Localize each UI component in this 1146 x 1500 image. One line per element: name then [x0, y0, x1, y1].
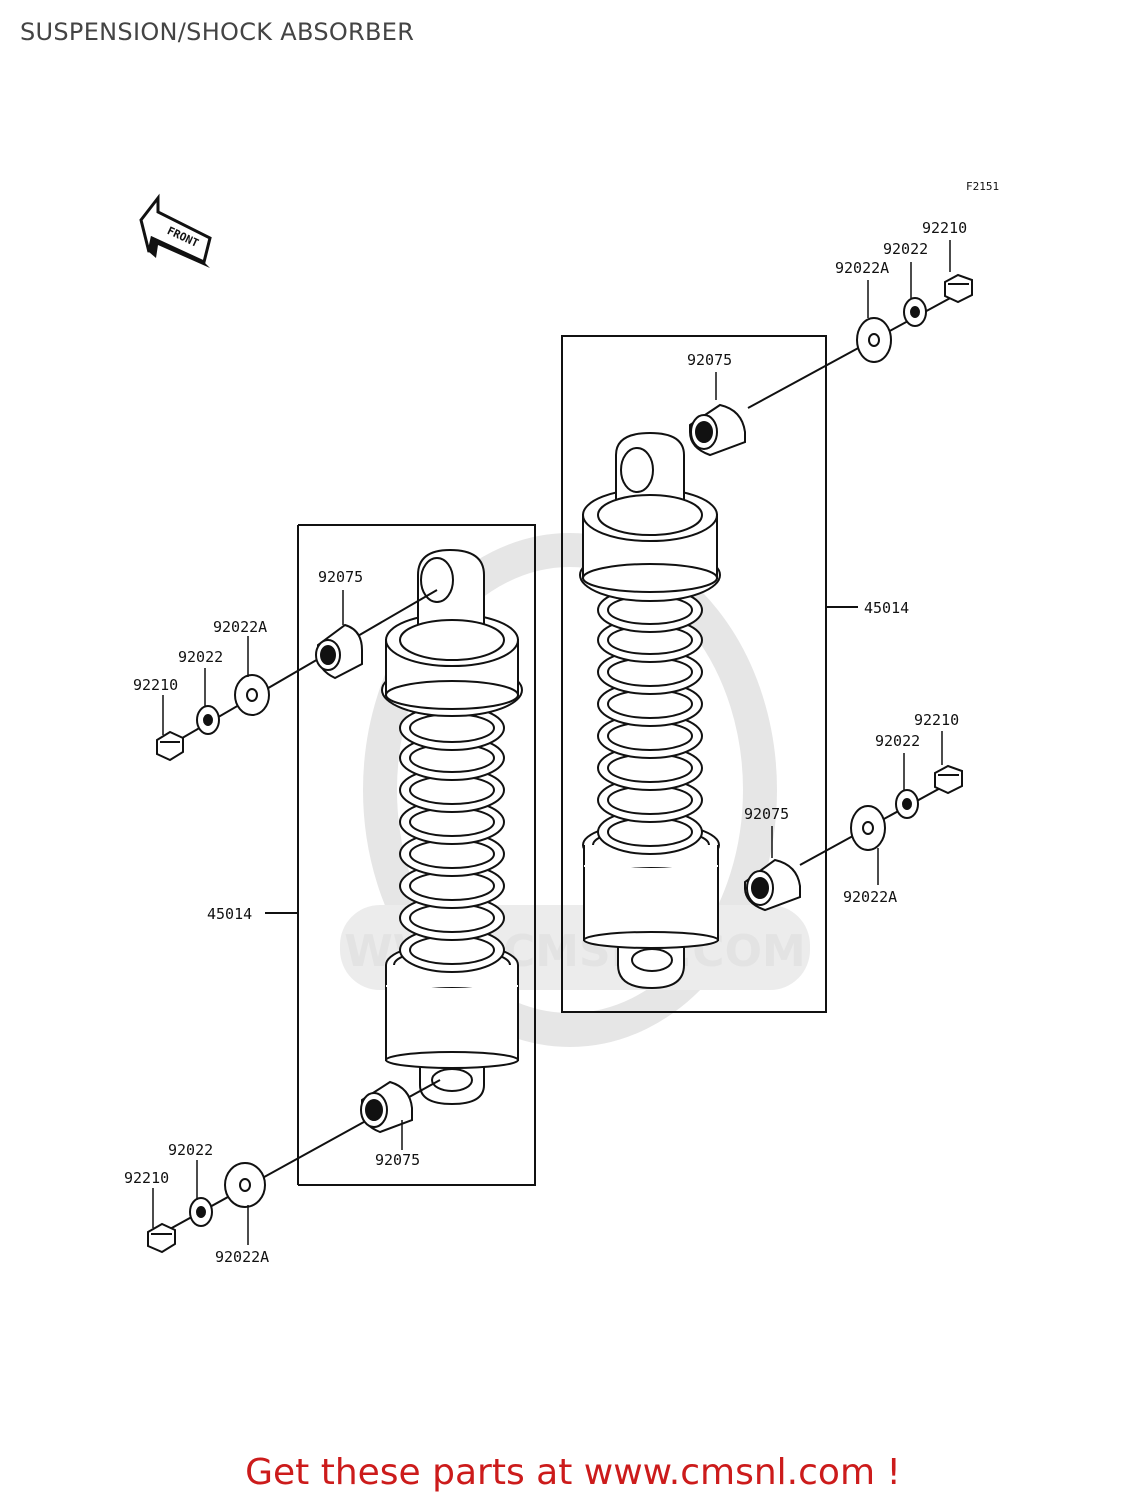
label-92022-left-bottom: 92022: [168, 1141, 213, 1159]
right-shock-bracket: [561, 335, 858, 1013]
right-shock-absorber: [579, 431, 721, 990]
right-shock-label: 45014: [864, 599, 909, 617]
right-bottom-leaders: [771, 731, 943, 885]
left-bottom-hardware: [147, 1079, 441, 1254]
left-bottom-leaders: [152, 1120, 403, 1245]
label-92022A-left-bottom: 92022A: [215, 1248, 269, 1266]
label-92075-left-bottom: 92075: [375, 1151, 420, 1169]
label-92075-right-bottom: 92075: [744, 805, 789, 823]
label-92210-right-bottom: 92210: [914, 711, 959, 729]
left-shock-label: 45014: [207, 905, 252, 923]
right-top-leaders: [715, 240, 951, 400]
label-92022-left-top: 92022: [178, 648, 223, 666]
label-92022A-right-bottom: 92022A: [843, 888, 897, 906]
label-92022A-left-top: 92022A: [213, 618, 267, 636]
label-92210-left-bottom: 92210: [124, 1169, 169, 1187]
right-top-hardware: [689, 273, 973, 457]
label-92210-left-top: 92210: [133, 676, 178, 694]
label-92022A-right-top: 92022A: [835, 259, 889, 277]
figure-code: F2151: [966, 180, 999, 193]
left-shock-bracket: [265, 524, 536, 1186]
footer-link[interactable]: Get these parts at www.cmsnl.com !: [245, 1452, 901, 1493]
left-top-leaders: [162, 590, 344, 735]
left-shock-absorber: [381, 548, 523, 1106]
right-bottom-hardware: [744, 764, 963, 912]
left-top-hardware: [156, 589, 438, 762]
label-92022-right-top: 92022: [883, 240, 928, 258]
label-92075-right-top: 92075: [687, 351, 732, 369]
page-title: SUSPENSION/SHOCK ABSORBER: [20, 18, 415, 46]
label-92210-right-top: 92210: [922, 219, 967, 237]
label-92022-right-bottom: 92022: [875, 732, 920, 750]
front-arrow-icon: FRONT: [139, 193, 212, 268]
label-92075-left-top: 92075: [318, 568, 363, 586]
